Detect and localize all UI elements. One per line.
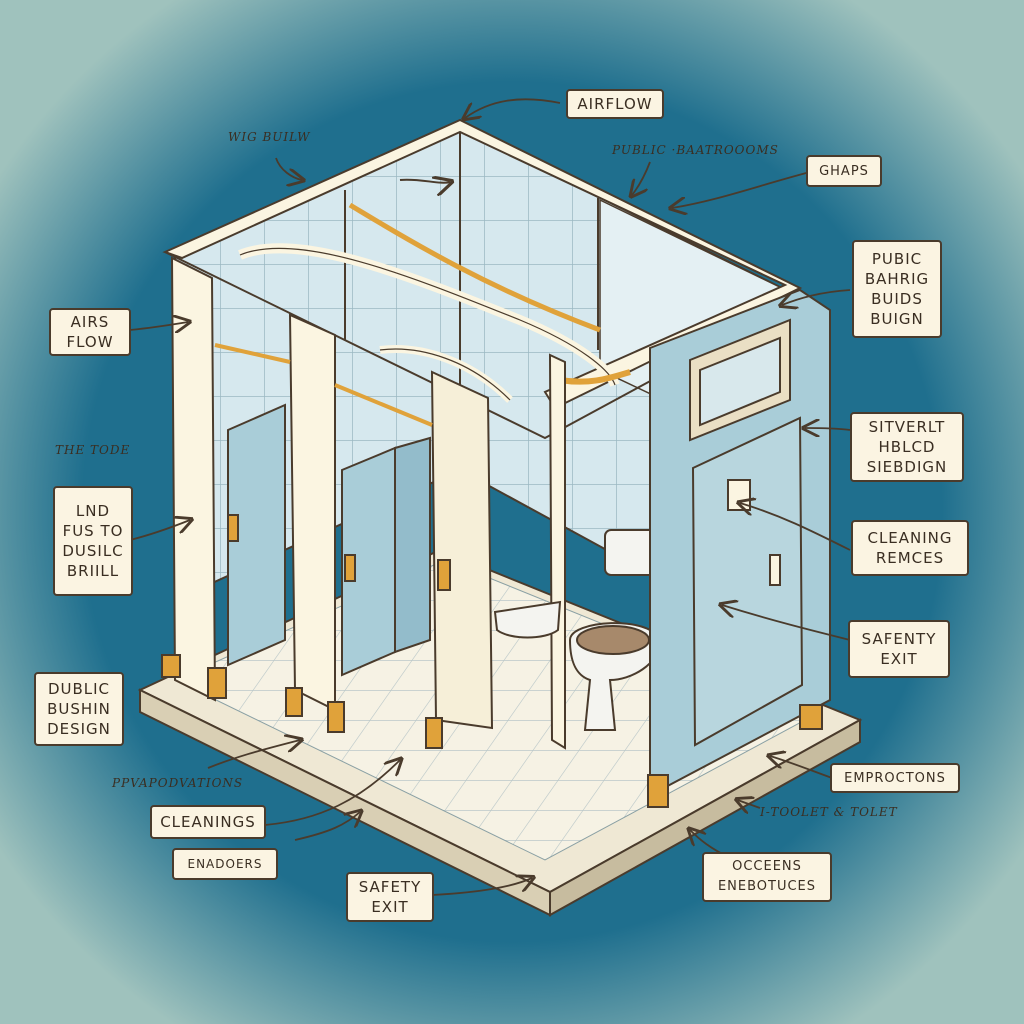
label-lnd-fus: LND FUS TO DUSILC BRIILL [53, 486, 133, 596]
label-cleanings: CLEANINGS [150, 805, 266, 839]
label-occeens: OCCEENS ENEBOTUCES [702, 852, 832, 902]
label-cleaning-rences: CLEANING REMCES [851, 520, 969, 576]
label-safenty-exit: SAFENTY EXIT [848, 620, 950, 678]
stall-pillar-3 [430, 370, 494, 730]
toilet-and-sink [493, 529, 662, 731]
airflow-ribbons [238, 180, 631, 403]
stall-door-1 [227, 403, 286, 667]
label-dublic-design: DUBLIC BUSHIN DESIGN [34, 672, 124, 746]
label-airs-flow: AIRS FLOW [49, 308, 131, 356]
label-airflow: AIRFLOW [566, 89, 664, 119]
sink [493, 600, 562, 639]
label-toolet: I-TOOLET & TOLET [760, 805, 898, 819]
exit-door [647, 288, 831, 808]
stall-pillar-4 [548, 353, 566, 750]
stall-pillar-1 [170, 256, 217, 702]
stall-row [161, 256, 566, 750]
label-safety-exit-bottom: SAFETY EXIT [346, 872, 434, 922]
label-emproctons: EMPROCTONS [830, 763, 960, 793]
label-wig-build: WIG BUILW [228, 130, 311, 144]
stall-door-3 [394, 436, 431, 654]
label-the-tode: THE TODE [55, 443, 131, 457]
label-pdvapodvations: PPVAPODVATIONS [112, 776, 244, 790]
label-public-bathrooms: PUBLIC ·BAATROOOMS [612, 143, 779, 157]
label-enadoers: ENADOERS [172, 848, 278, 880]
label-ghaps: GHAPS [806, 155, 882, 187]
label-public-bahrig: PUBIC BAHRIG BUIDS BUIGN [852, 240, 942, 338]
label-sitverlt: SITVERLT HBLCD SIEBDIGN [850, 412, 964, 482]
stall-pillar-2 [288, 313, 336, 712]
